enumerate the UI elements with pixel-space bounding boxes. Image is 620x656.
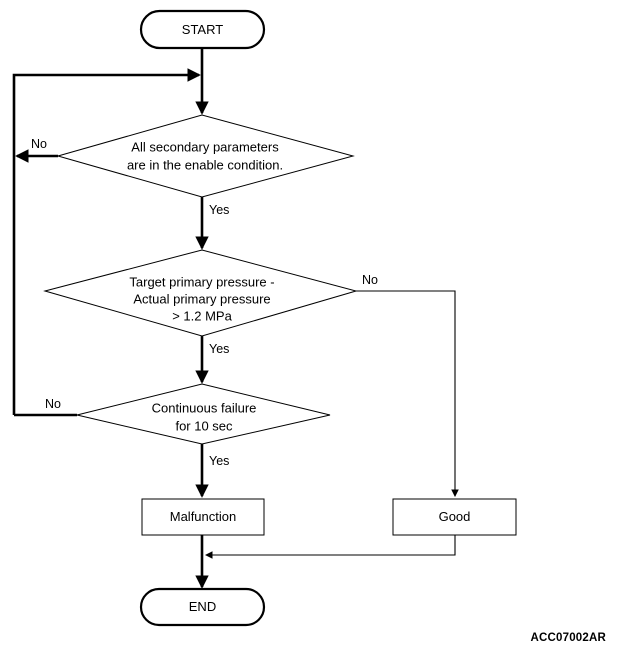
connector-good-to-merge — [204, 535, 456, 559]
decision1-no-label: No — [31, 137, 47, 151]
decision3-yes-label: Yes — [209, 454, 229, 468]
decision3-line1: Continuous failure — [152, 400, 257, 415]
start-label: START — [182, 22, 223, 37]
good-box — [392, 498, 517, 536]
start-terminator — [139, 9, 266, 50]
end-terminator — [139, 587, 266, 627]
decision2-line3: > 1.2 MPa — [172, 308, 232, 323]
decision3-line2: for 10 sec — [175, 418, 233, 433]
decision1-yes-label: Yes — [209, 203, 229, 217]
decision2-yes-label: Yes — [209, 342, 229, 356]
decision2-line2: Actual primary pressure — [133, 291, 270, 306]
connector-decision2-no — [356, 290, 459, 498]
connector-loop-return-trunk — [12, 68, 201, 415]
malfunction-box — [141, 498, 265, 536]
decision2-diamond — [43, 249, 358, 337]
decision3-diamond — [76, 383, 331, 445]
decision1-line2: are in the enable condition. — [127, 157, 283, 172]
end-label: END — [189, 599, 216, 614]
decision1-line1: All secondary parameters — [131, 139, 279, 154]
good-label: Good — [439, 509, 471, 524]
malfunction-label: Malfunction — [170, 509, 236, 524]
figure-code-label: ACC07002AR — [530, 632, 606, 644]
decision3-no-label: No — [45, 397, 61, 411]
decision1-diamond — [56, 114, 355, 198]
decision2-line1: Target primary pressure - — [129, 274, 274, 289]
decision2-no-label: No — [362, 273, 378, 287]
